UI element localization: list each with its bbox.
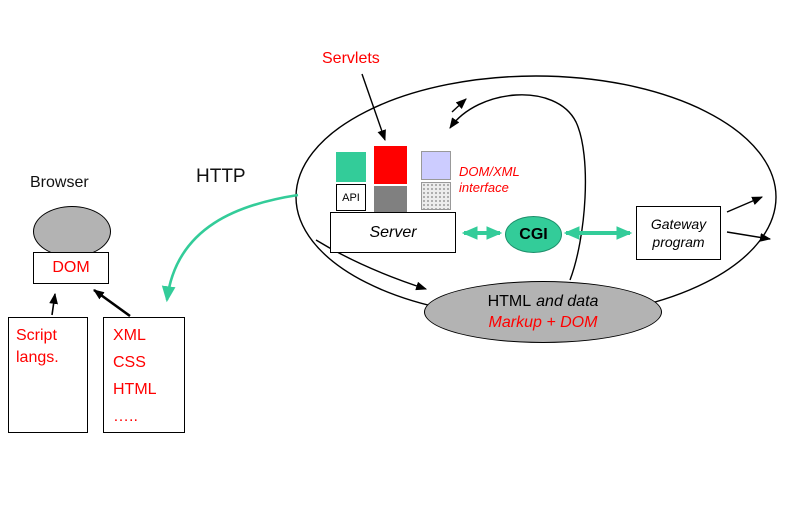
api-box: API (336, 184, 366, 211)
html-data-italic: and data (536, 293, 599, 310)
dom-label: DOM (52, 259, 90, 276)
gray-module-square (374, 186, 407, 212)
api-label: API (342, 191, 360, 204)
dom-xml-interface-label: DOM/XML interface (459, 164, 549, 196)
xml-stack-line-xml: XML (113, 327, 146, 344)
http-request-arrow (161, 193, 299, 303)
http-label: HTTP (196, 166, 246, 187)
xml-stack-line-css: CSS (113, 354, 146, 371)
ellipse-to-data-arrow (315, 239, 428, 291)
red-servlet-square (374, 146, 407, 184)
server-box: Server (330, 212, 456, 253)
xml-stack-line-dots: ….. (113, 408, 138, 425)
loop-arrowhead-upright (451, 98, 467, 113)
script-langs-line1: Script (16, 327, 57, 344)
gateway-program-box: Gateway program (636, 206, 721, 260)
textured-module-square (421, 182, 451, 210)
browser-label: Browser (30, 174, 89, 191)
gateway-out-arrow-top (726, 196, 764, 213)
browser-ellipse (33, 206, 111, 257)
dom-xml-interface-line2: interface (459, 180, 509, 195)
cgi-label: CGI (519, 225, 548, 243)
green-module-square (336, 152, 366, 182)
dom-box: DOM (33, 252, 109, 284)
html-data-plain: HTML (487, 293, 532, 310)
cgi-ellipse: CGI (505, 216, 562, 253)
script-langs-line2: langs. (16, 349, 59, 366)
gateway-out-arrow-bottom (726, 231, 772, 242)
server-label: Server (369, 223, 417, 241)
xml-to-dom-arrow (93, 288, 131, 318)
gateway-label-line1: Gateway (650, 216, 707, 232)
script-langs-box: Script langs. (8, 317, 88, 433)
gateway-label-line2: program (652, 234, 705, 250)
lavender-module-square (421, 151, 451, 180)
script-to-dom-arrow (49, 292, 58, 316)
markup-dom-line: Markup + DOM (488, 314, 598, 331)
dom-xml-interface-line1: DOM/XML (459, 164, 520, 179)
servlets-pointer-arrow (361, 73, 386, 142)
xml-stack-line-html: HTML (113, 381, 157, 398)
servlets-label: Servlets (322, 50, 380, 67)
xml-stack-box: XML CSS HTML ….. (103, 317, 185, 433)
